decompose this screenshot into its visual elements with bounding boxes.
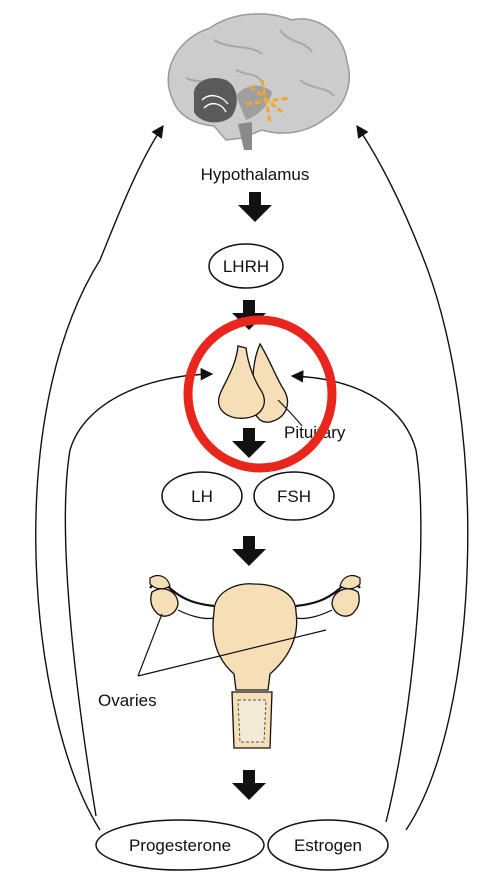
fsh-label: FSH xyxy=(277,487,311,506)
pituitary-gland-illustration xyxy=(219,344,302,426)
estrogen-label: Estrogen xyxy=(294,836,362,855)
estrogen-feedback-arrow-to-hypothalamus xyxy=(357,126,468,830)
lhrh-label: LHRH xyxy=(223,257,269,276)
hypothalamus-label: Hypothalamus xyxy=(201,165,310,184)
brain-illustration xyxy=(168,14,349,150)
progesterone-feedback-arrow-to-hypothalamus xyxy=(36,126,163,830)
down-arrow-hypothalamus-to-lhrh xyxy=(238,192,272,222)
down-arrow-pituitary-to-lh-fsh xyxy=(232,428,266,458)
lh-label: LH xyxy=(191,487,213,506)
uterus-ovaries-illustration xyxy=(150,576,360,748)
ovaries-label: Ovaries xyxy=(98,691,157,710)
progesterone-label: Progesterone xyxy=(129,836,231,855)
down-arrow-ovaries-to-hormones xyxy=(232,770,266,800)
progesterone-feedback-arrow-to-pituitary xyxy=(65,374,212,816)
down-arrow-lh-fsh-to-ovaries xyxy=(232,536,266,566)
